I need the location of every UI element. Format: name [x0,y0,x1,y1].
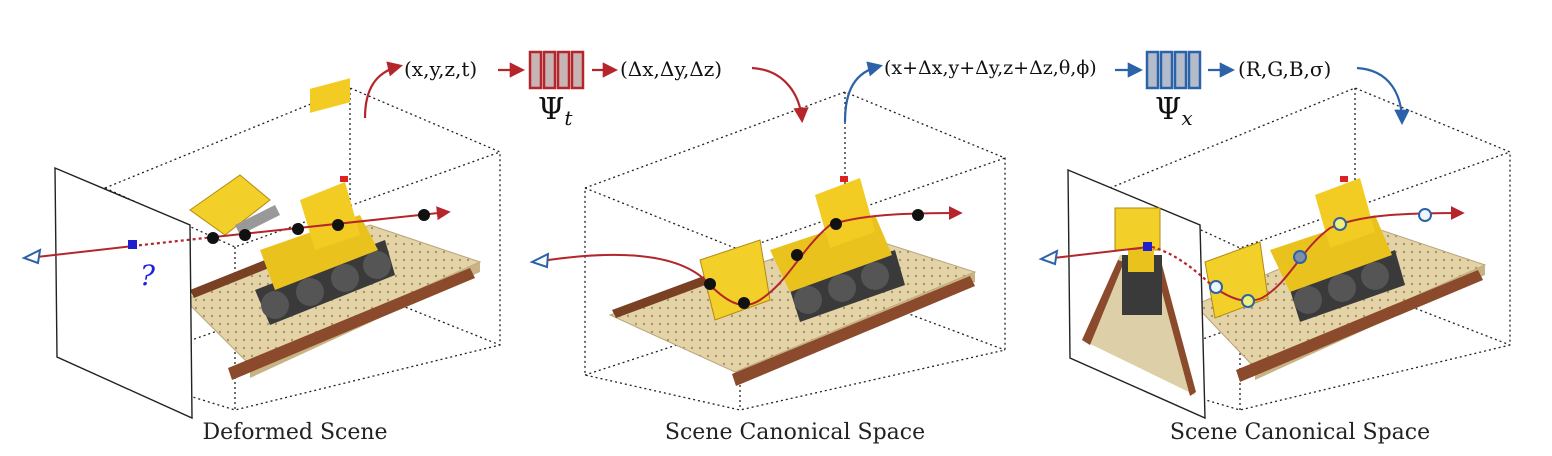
net-t-subscript: t [564,106,573,130]
net-t-label: Ψt [538,92,572,130]
panel-deformed-scene: ? [21,78,501,420]
output-x-label: (R,G,B,σ) [1238,57,1332,81]
sample-point [738,297,750,309]
sample-point [791,249,803,261]
arrow-canonical-to-input-x [843,61,883,123]
panel-canonical-space-2 [1038,87,1511,420]
net-x-subscript: x [1181,106,1193,130]
sample-point [207,232,219,244]
net-t-block [528,50,585,90]
net-x-block [1145,50,1202,90]
camera-ray-outside [1044,246,1149,260]
bent-ray [534,206,963,306]
sample-point [1241,294,1255,308]
sample-point [1333,217,1347,231]
sample-point [704,278,716,290]
net-t-symbol: Ψ [538,92,565,127]
bulldozer-model [189,78,395,325]
ray-sample-points [207,209,430,244]
wood-rail-front [1236,270,1483,382]
net-x-label: Ψx [1155,92,1193,130]
sample-point [912,209,924,221]
pixel-marker [128,240,137,249]
wood-rail-front [228,268,475,380]
panel-canonical-space-1 [529,91,1006,411]
rendered-view [1082,207,1196,396]
ray-sample-points [704,209,924,309]
caption-canonical-space-1: Scene Canonical Space [664,420,926,445]
sample-point [1209,280,1223,294]
bent-ray-dotted [1151,245,1216,289]
wood-rail-back [612,270,724,318]
net-x-symbol: Ψ [1155,92,1182,127]
camera-origin-marker [1038,249,1059,266]
sample-point [1293,250,1307,264]
camera-ray-outside [27,245,134,259]
input-t-label: (x,y,z,t) [404,57,478,81]
sample-point [239,229,251,241]
sample-point [1418,208,1432,222]
pixel-marker [1143,242,1152,251]
camera-origin-marker [529,252,550,269]
arrow-output-t-to-canonical [751,66,809,124]
sample-point [830,218,842,230]
image-plane [54,166,193,420]
arrow-output-x-to-render [1356,66,1410,126]
caption-canonical-space-2: Scene Canonical Space [1169,420,1431,445]
camera-ray-dotted [132,236,206,248]
input-x-label: (x+Δx,y+Δy,z+Δz,θ,ϕ) [884,57,1097,79]
camera-origin-marker [21,248,42,265]
sample-point [292,223,304,235]
wood-rail-front [732,276,975,386]
bulldozer-model [1204,176,1405,322]
sample-point [418,209,430,221]
output-t-label: (Δx,Δy,Δz) [620,57,723,81]
sample-point [332,219,344,231]
question-mark: ? [140,259,156,292]
pipeline [363,50,1410,126]
bulldozer-model [699,176,905,322]
ray-sample-points [1209,208,1432,308]
caption-deformed-scene: Deformed Scene [202,420,388,445]
arrow-scene-to-input-t [363,61,403,119]
